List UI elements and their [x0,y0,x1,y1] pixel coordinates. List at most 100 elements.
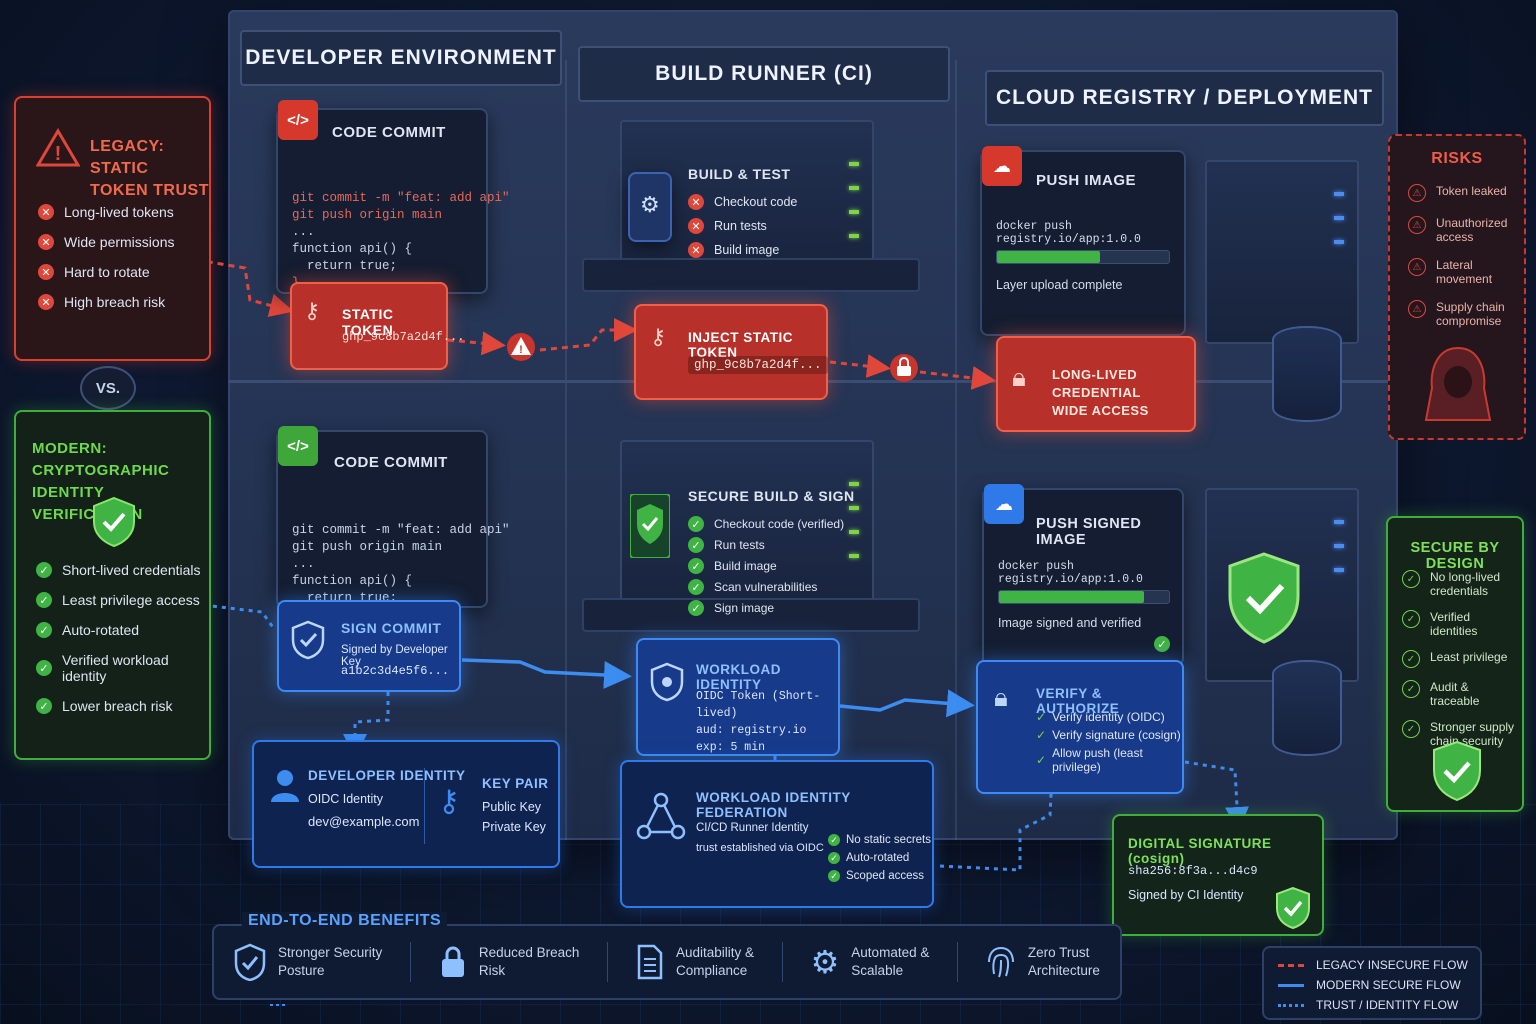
build-step: ✕Build image [688,242,797,258]
legacy-item: ✕High breach risk [38,294,174,310]
check-icon: ✓ [1036,753,1047,767]
bottom-code-commit: </> CODE COMMIT git commit -m "feat: add… [276,426,510,622]
push-signed-image-card: ☁ PUSH SIGNED IMAGE docker push registry… [982,484,1184,666]
top-code-commit: </> CODE COMMIT git commit -m "feat: add… [276,100,510,294]
federation-item: ✓Scoped access [828,870,931,882]
modern-item: ✓Short-lived credentials [36,562,209,578]
database-icon [1272,326,1342,422]
build-step: ✕Run tests [688,218,797,234]
workload-identity-card: WORKLOAD IDENTITY OIDC Token (Short-live… [636,638,840,756]
push-progress [996,250,1170,264]
build-step: ✓Build image [688,558,855,574]
verify-authorize-card: 🔒︎ VERIFY & AUTHORIZE ✓Verify identity (… [976,660,1184,794]
check-circle-icon: ✓ [1402,610,1420,628]
shield-check-icon [234,943,266,981]
check-circle-icon: ✓ [1402,680,1420,698]
signature-hash: sha256:8f3a...d4c9 [1128,864,1258,878]
code-snippet: git commit -m "feat: add api"git push or… [292,523,510,622]
secure-title: SECURE BY DESIGN [1410,540,1500,572]
legend-item-trust: TRUST / IDENTITY FLOW [1278,998,1458,1012]
padlock-icon: 🔒︎ [994,682,1008,712]
push-image-card: ☁ PUSH IMAGE docker push registry.io/app… [980,146,1186,336]
check-icon: ✓ [828,852,840,864]
x-icon: ✕ [38,204,54,220]
shield-check-icon [93,496,135,548]
shield-icon [650,662,684,702]
build-step: ✓Sign image [688,600,855,616]
code-icon: </> [278,100,318,140]
code-commit-title: CODE COMMIT [332,124,446,141]
shield-check-icon [630,494,670,558]
risk-icon: ⚠ [1408,258,1426,276]
legacy-item: ✕Hard to rotate [38,264,174,280]
modern-item: ✓Verified workload identity [36,652,209,684]
workload-identity-title: WORKLOAD IDENTITY [696,662,781,692]
card-divider [424,768,425,844]
registry-server [1205,160,1359,344]
secure-by-design-panel: SECURE BY DESIGN ✓No long-lived credenti… [1386,516,1524,812]
user-icon [271,770,299,802]
build-step: ✓Checkout code (verified) [688,516,855,532]
verify-title: VERIFY & AUTHORIZE [1036,686,1120,716]
column-header-developer: DEVELOPER ENVIRONMENT [240,30,562,86]
padlock-icon: 🔒︎ [1012,362,1026,392]
svg-text:!: ! [55,143,62,165]
sign-commit-title: SIGN COMMIT [341,620,442,636]
cloud-upload-icon: ☁ [984,484,1024,524]
inject-token-title: INJECT STATIC TOKEN [688,330,794,360]
risks-title: RISKS [1431,150,1483,167]
risk-item: ⚠Token leaked [1408,184,1520,202]
check-icon: ✓ [688,516,704,532]
benefit-item: Auditability &Compliance [636,944,754,980]
secure-item: ✓No long-lived credentials [1402,570,1520,598]
gear-icon: ⚙ [810,944,840,980]
wide-access-label: WIDE ACCESS [1052,403,1149,418]
trust-line-swatch [1278,1003,1304,1007]
check-icon: ✓ [688,600,704,616]
static-token-card: ⚷ STATIC TOKEN ghp_9c8b7a2d4f... [290,282,464,370]
legacy-line-swatch [1278,963,1304,967]
legend-item-legacy: LEGACY INSECURE FLOW [1278,958,1468,972]
trust-established-label: trust established via OIDC [696,842,824,854]
check-circle-icon: ✓ [1402,650,1420,668]
check-icon: ✓ [828,870,840,882]
push-status: Image signed and verified [998,616,1142,630]
column-header-cloud: CLOUD REGISTRY / DEPLOYMENT [985,70,1384,126]
check-icon: ✓ [36,698,52,714]
build-test-title: BUILD & TEST [688,166,791,182]
document-icon [637,944,663,980]
separator [410,942,412,982]
public-key-label: Public Key [482,800,542,814]
static-token-value: ghp_9c8b7a2d4f... [342,330,465,344]
push-status: Layer upload complete [996,278,1123,292]
shield-check-icon [291,620,325,660]
push-progress [998,590,1170,604]
column-divider [565,60,567,840]
oidc-token-line: OIDC Token (Short-lived) [696,690,821,720]
column-header-build: BUILD RUNNER (CI) [578,46,950,102]
build-step: ✓Scan vulnerabilities [688,579,855,595]
sign-commit-card: SIGN COMMIT Signed by Developer Key a1b2… [277,600,461,692]
fingerprint-icon [987,947,1014,978]
code-snippet: git commit -m "feat: add api"git push or… [292,191,510,290]
check-icon: ✓ [36,622,52,638]
secure-item: ✓Verified identities [1402,610,1520,638]
federation-item: ✓No static secrets [828,834,931,846]
code-icon: </> [278,426,318,466]
signed-by-label: Signed by CI Identity [1128,888,1244,902]
check-icon: ✓ [36,562,52,578]
check-icon: ✓ [828,834,840,846]
risk-icon: ⚠ [1408,184,1426,202]
server-base [582,598,920,632]
x-icon: ✕ [688,194,704,210]
separator [607,942,609,982]
risk-icon: ⚠ [1408,300,1426,318]
check-icon: ✓ [688,579,704,595]
check-circle-icon: ✓ [1402,720,1420,738]
key-icon: ⚷ [304,298,321,323]
risk-item: ⚠Supply chain compromise [1408,300,1520,328]
